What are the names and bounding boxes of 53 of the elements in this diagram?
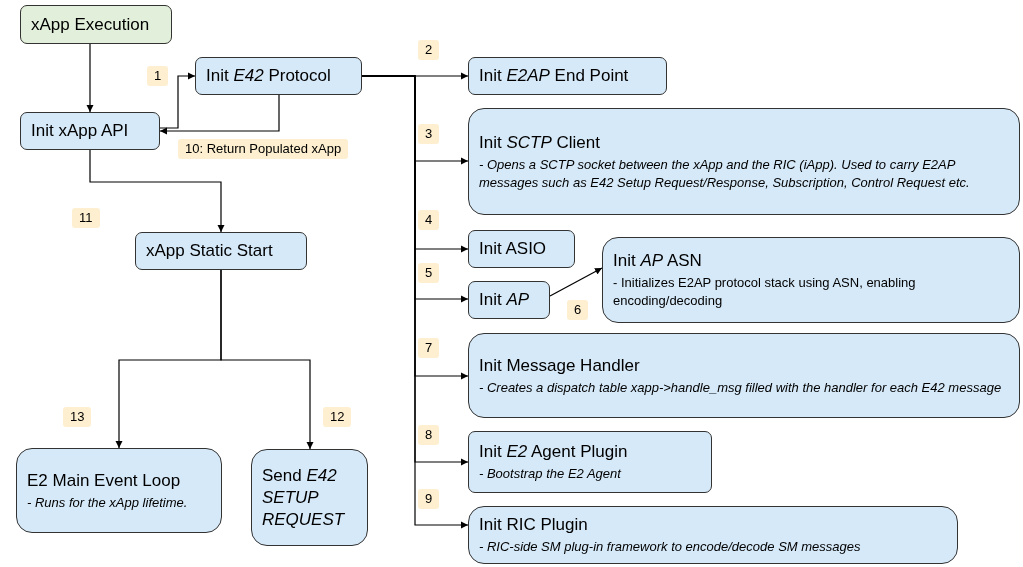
box-title: Init xApp API bbox=[31, 120, 130, 142]
box-description: - Opens a SCTP socket between the xApp and the RIC (iApp). Used to carry E2AP messages such as E42 Setup Request/Response, Subscription, Control Request etc. bbox=[479, 155, 971, 192]
process-box bbox=[602, 237, 1020, 323]
box-title: Init Message Handler bbox=[479, 354, 641, 377]
process-box bbox=[195, 57, 362, 95]
box-title: Init E2 Agent Plugin bbox=[479, 441, 629, 463]
step-number: 7 bbox=[418, 338, 440, 358]
step-number: 2 bbox=[418, 40, 440, 60]
step-number: 12 bbox=[323, 407, 352, 427]
box-description: - Runs for the xApp lifetime. bbox=[27, 493, 189, 512]
process-box bbox=[468, 333, 1020, 418]
arrow bbox=[86, 43, 94, 113]
box-title: Init E42 Protocol bbox=[206, 65, 332, 87]
box-description: - RIC-side SM plug-in framework to encode/decode SM messages bbox=[479, 538, 862, 556]
arrow bbox=[89, 149, 225, 233]
box-title: E2 Main Event Loop bbox=[27, 469, 182, 492]
box-title: Init E2AP End Point bbox=[479, 65, 630, 87]
process-box bbox=[468, 506, 958, 564]
arrow bbox=[115, 269, 222, 449]
process-box bbox=[251, 449, 368, 546]
box-title: Init ASIO bbox=[479, 238, 548, 260]
box-description: - Initializes E2AP protocol stack using ASN, enabling encoding/decoding bbox=[613, 274, 917, 310]
step-number: 11 bbox=[72, 208, 100, 228]
step-number: 8 bbox=[418, 425, 440, 445]
box-title: Send E42 SETUP REQUEST bbox=[262, 464, 346, 531]
edge-label: 10: Return Populated xApp bbox=[178, 139, 349, 159]
process-box bbox=[135, 232, 307, 270]
box-title: Init AP bbox=[479, 289, 531, 311]
arrow bbox=[159, 72, 196, 129]
process-box bbox=[20, 112, 160, 150]
process-box bbox=[16, 448, 222, 533]
box-title: xApp Static Start bbox=[146, 240, 274, 262]
process-box bbox=[468, 431, 712, 493]
process-box bbox=[468, 57, 667, 95]
step-number: 6 bbox=[567, 300, 589, 320]
box-description: - Bootstrap the E2 Agent bbox=[479, 465, 623, 483]
box-title: Init SCTP Client bbox=[479, 131, 601, 154]
step-number: 1 bbox=[147, 66, 169, 86]
step-number: 13 bbox=[63, 407, 92, 427]
step-number: 4 bbox=[418, 210, 440, 230]
step-number: 3 bbox=[418, 124, 440, 144]
process-box bbox=[468, 281, 550, 319]
process-box bbox=[468, 230, 575, 268]
box-title: Init AP ASN bbox=[613, 250, 703, 272]
process-box bbox=[468, 108, 1020, 215]
box-title: xApp Execution bbox=[31, 13, 151, 36]
step-number: 5 bbox=[418, 263, 440, 283]
box-description: - Creates a dispatch table xapp->handle_msg filled with the handler for each E42 message bbox=[479, 378, 1003, 397]
start-box bbox=[20, 5, 172, 44]
arrow bbox=[549, 267, 603, 297]
step-number: 9 bbox=[418, 489, 440, 509]
box-title: Init RIC Plugin bbox=[479, 514, 589, 536]
arrow bbox=[159, 94, 280, 135]
